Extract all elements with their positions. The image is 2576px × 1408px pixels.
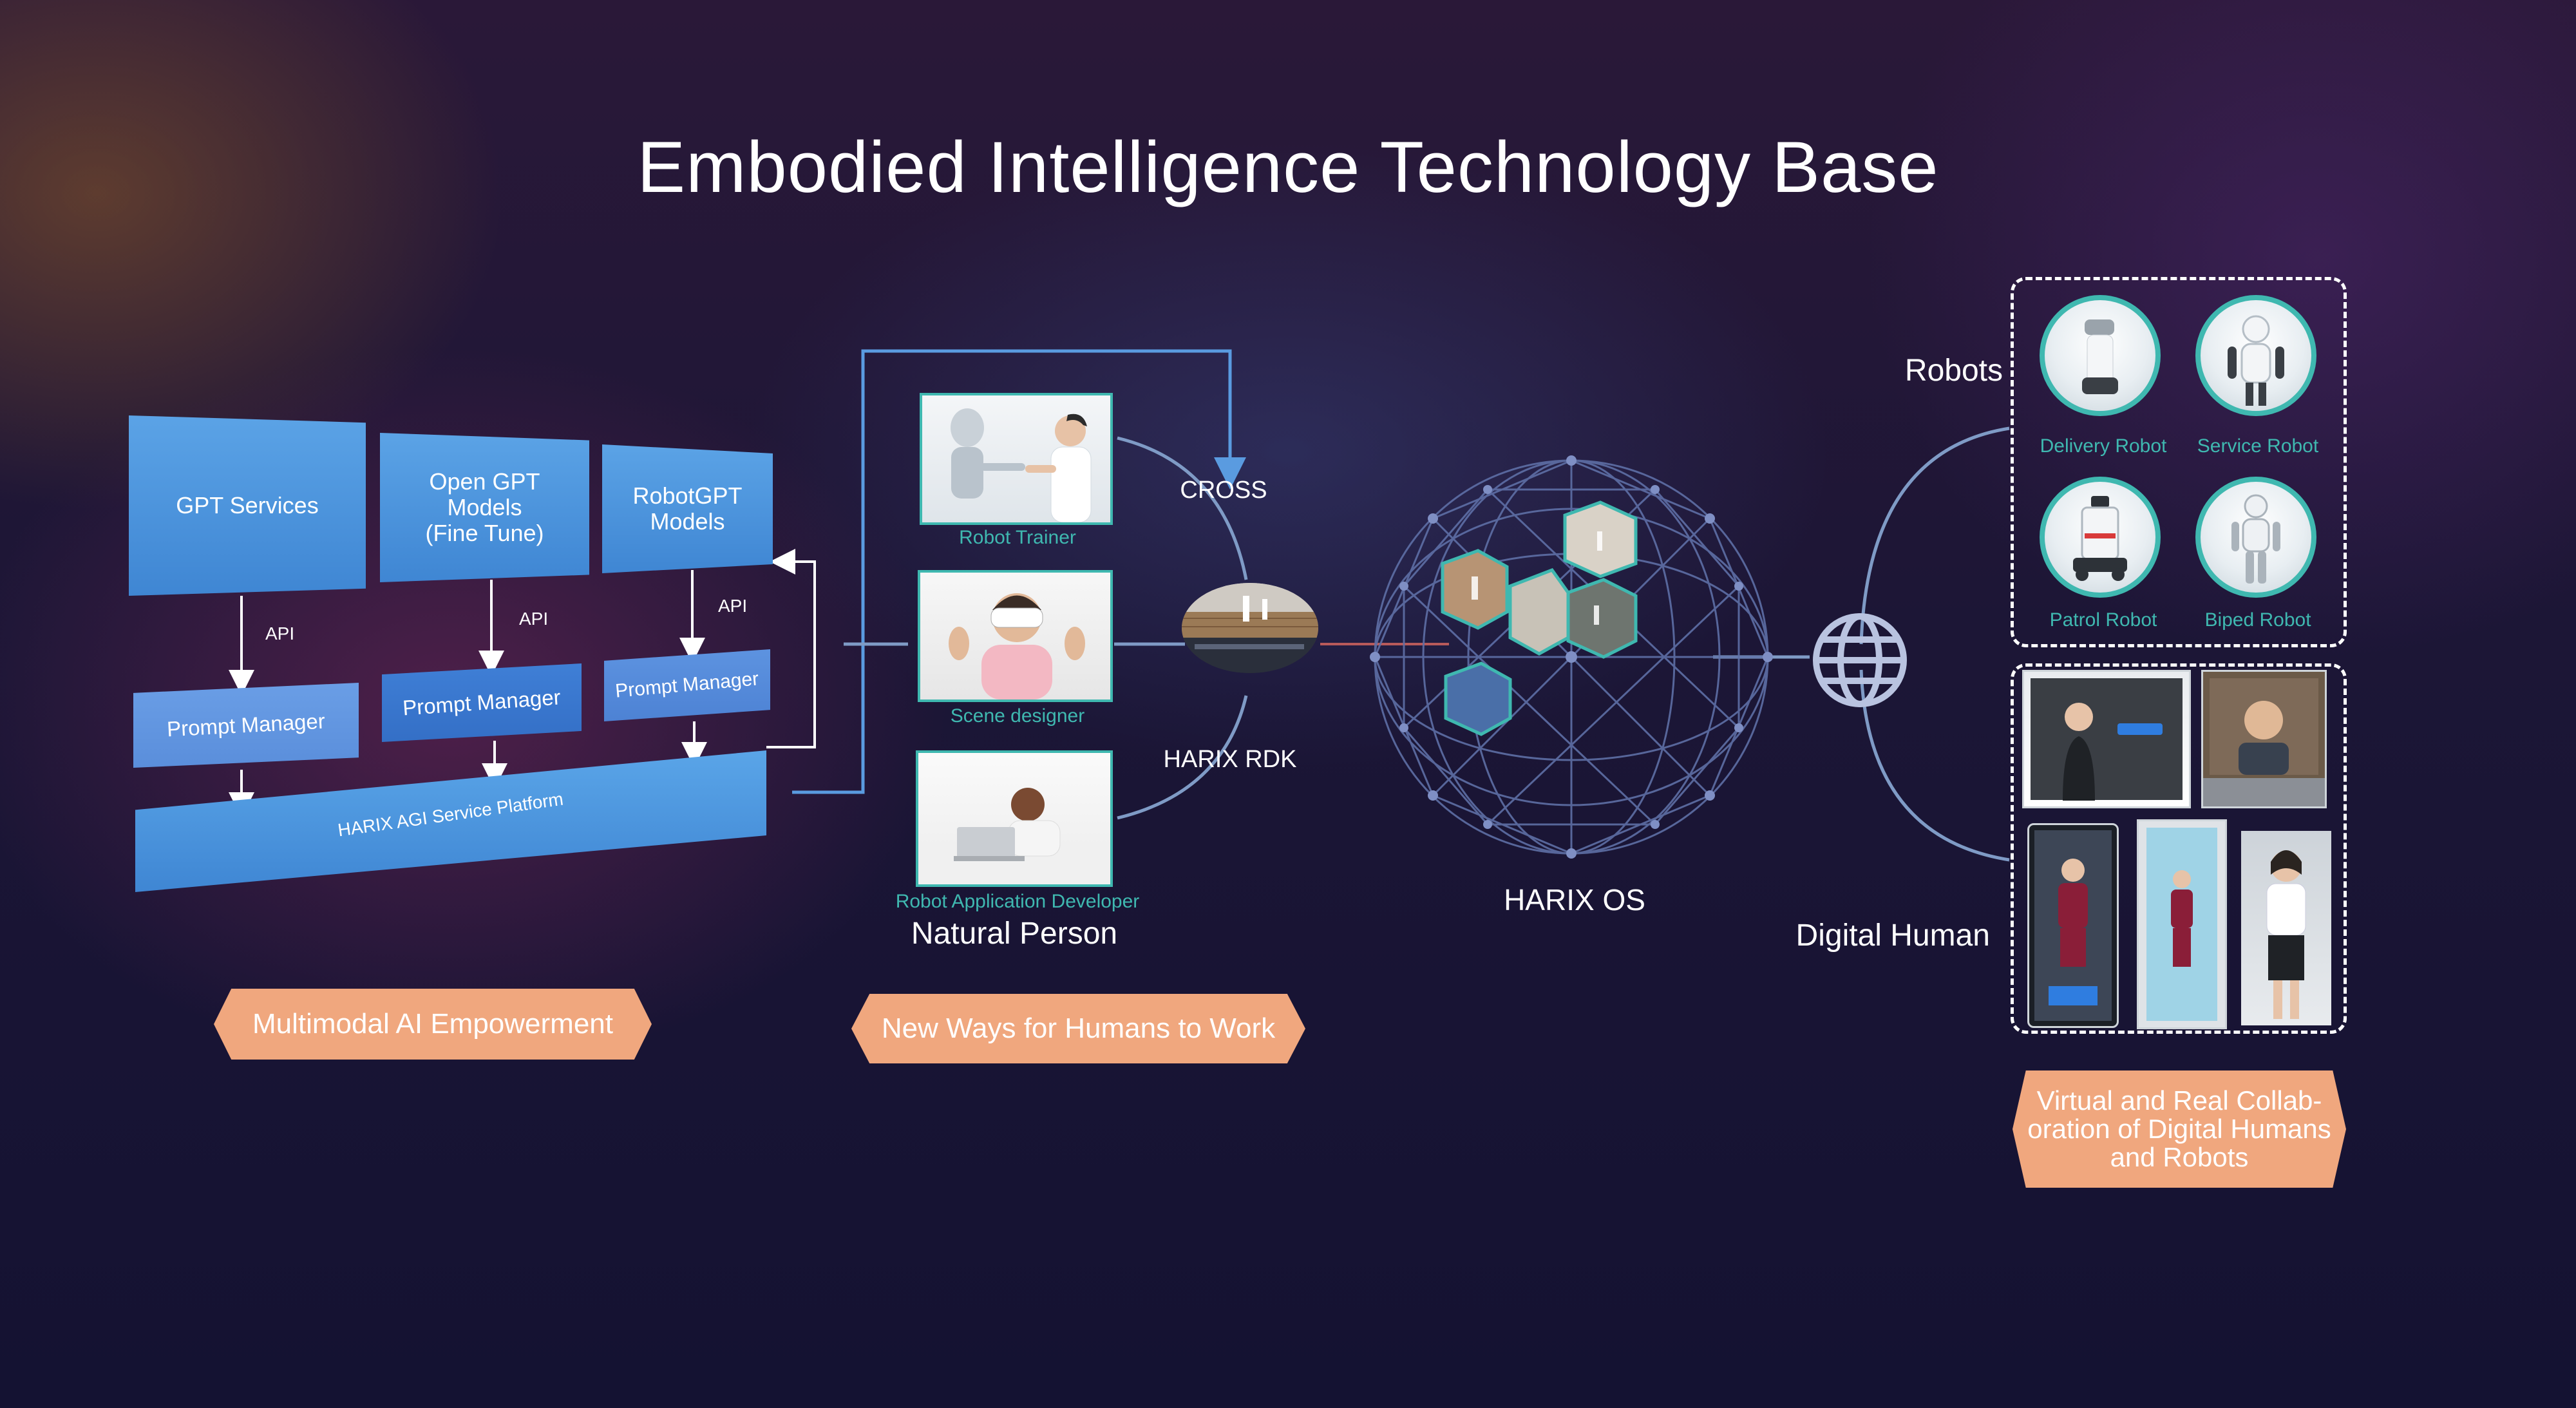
robots-label: Robots xyxy=(1904,354,2003,388)
robotgpt-models-block: RobotGPT Models xyxy=(602,444,773,573)
scene-designer-photo xyxy=(918,570,1113,702)
gpt-services-block: GPT Services xyxy=(129,415,366,596)
api-label: API xyxy=(265,623,295,643)
biped-robot-image xyxy=(2195,477,2316,598)
prompt-manager-label: Prompt Manager xyxy=(166,709,326,741)
harix-os-label: HARIX OS xyxy=(1504,883,1645,917)
open-gpt-models-block: Open GPT Models (Fine Tune) xyxy=(380,433,589,582)
platform-label: HARIX AGI Service Platform xyxy=(336,788,565,841)
page-title: Embodied Intelligence Technology Base xyxy=(637,127,1939,207)
robots-group xyxy=(2011,277,2347,647)
badge-label: New Ways for Humans to Work xyxy=(881,1012,1276,1044)
scene-designer-illustration xyxy=(949,593,1085,699)
api-label: API xyxy=(519,609,549,629)
biped-robot-icon xyxy=(2231,494,2280,584)
prompt-manager-label: Prompt Manager xyxy=(614,668,760,702)
block-label: Open GPT Models (Fine Tune) xyxy=(425,468,544,547)
cross-label: CROSS xyxy=(1180,477,1267,504)
digital-human-screen-2 xyxy=(2201,670,2327,808)
digital-human-avatar-2 xyxy=(2203,678,2325,806)
harix-os-network xyxy=(1370,455,1773,859)
new-ways-badge: New Ways for Humans to Work xyxy=(851,994,1305,1063)
robot-trainer-photo xyxy=(920,393,1113,525)
robot-trainer-caption: Robot Trainer xyxy=(959,527,1076,548)
rdk-scene-illustration xyxy=(1182,583,1318,673)
developer-caption: Robot Application Developer xyxy=(895,891,1140,912)
digital-human-standing xyxy=(2241,831,2331,1025)
prompt-manager-box: Prompt Manager xyxy=(604,649,770,721)
biped-robot-caption: Biped Robot xyxy=(2204,609,2311,631)
harix-rdk-label: HARIX RDK xyxy=(1163,746,1297,773)
digital-human-kiosk-2 xyxy=(2137,819,2227,1029)
harix-rdk-scene xyxy=(1182,583,1318,673)
block-label: RobotGPT Models xyxy=(632,482,743,535)
digital-human-avatar-5 xyxy=(2266,850,2306,1019)
digital-human-avatar-1 xyxy=(2031,678,2183,801)
service-robot-caption: Service Robot xyxy=(2197,435,2319,457)
digital-human-screen-1 xyxy=(2022,670,2191,808)
api-label: API xyxy=(718,596,748,616)
patrol-robot-icon xyxy=(2073,496,2127,581)
block-label: GPT Services xyxy=(176,491,319,518)
developer-illustration xyxy=(918,788,1110,884)
natural-person-label: Natural Person xyxy=(911,917,1118,951)
digital-human-label: Digital Human xyxy=(1795,918,1990,953)
digital-human-kiosk-1 xyxy=(2027,823,2119,1028)
prompt-manager-box: Prompt Manager xyxy=(382,663,582,742)
digital-human-avatar-4 xyxy=(2146,828,2217,1021)
scene-designer-caption: Scene designer xyxy=(950,705,1085,727)
delivery-robot-image xyxy=(2040,295,2161,416)
badge-label: Multimodal AI Empowerment xyxy=(252,1007,613,1040)
globe-icon xyxy=(1813,613,1907,707)
patrol-robot-caption: Patrol Robot xyxy=(2049,609,2157,631)
multimodal-ai-badge: Multimodal AI Empowerment xyxy=(214,989,652,1060)
robot-trainer-illustration xyxy=(951,408,1092,522)
developer-photo xyxy=(916,750,1113,887)
prompt-manager-box: Prompt Manager xyxy=(133,683,359,768)
digital-human-group xyxy=(2011,663,2347,1034)
prompt-manager-label: Prompt Manager xyxy=(402,685,562,720)
delivery-robot-caption: Delivery Robot xyxy=(2040,435,2167,457)
patrol-robot-image xyxy=(2040,477,2161,598)
service-robot-image xyxy=(2195,295,2316,416)
delivery-robot-icon xyxy=(2082,319,2118,394)
virtual-real-collab-badge: Virtual and Real Collab- oration of Digi… xyxy=(2012,1070,2346,1188)
digital-human-avatar-3 xyxy=(2034,830,2112,1021)
service-robot-icon xyxy=(2228,315,2284,406)
badge-label: Virtual and Real Collab- oration of Digi… xyxy=(2027,1085,2331,1173)
